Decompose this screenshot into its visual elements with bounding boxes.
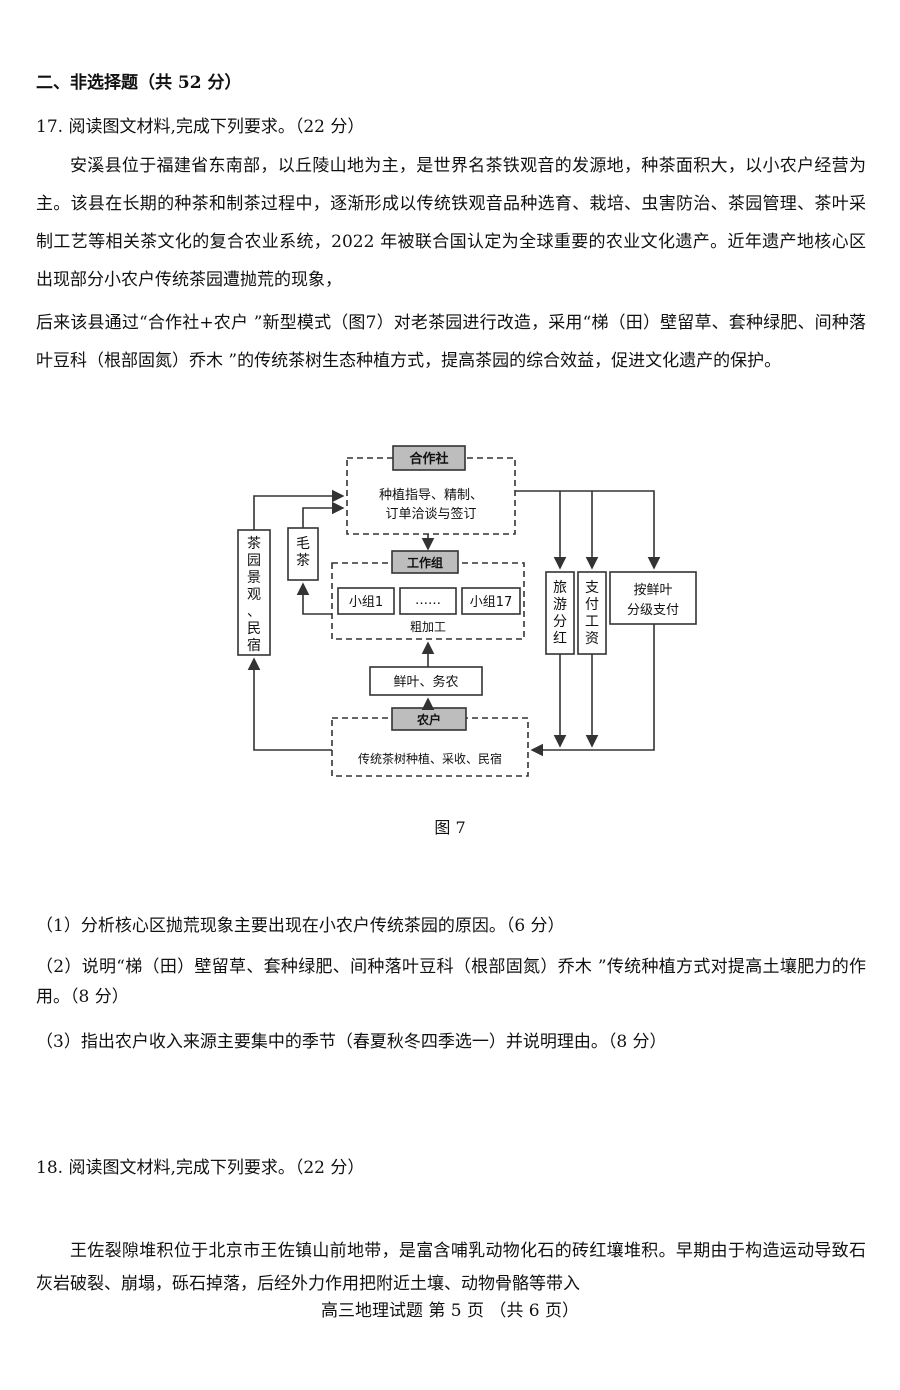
group-dots-label: ……	[415, 593, 441, 608]
arrow-workgroup-to-maocha	[296, 582, 332, 615]
line-cooperative-right	[515, 490, 661, 570]
arrow-grade-to-farmer	[530, 624, 655, 757]
grade-payment-label-2: 分级支付	[627, 603, 679, 618]
arrow-farmer-to-landscape	[247, 657, 332, 751]
question-17-stem: 17. 阅读图文材料,完成下列要求。（22 分）	[36, 117, 365, 137]
group-1-box	[337, 587, 395, 615]
farmer-title: 农户	[416, 712, 441, 727]
q17-subquestion-2: （2）说明“梯（田）壁留草、套种绿肥、间种落叶豆科（根部固氮）乔木 ”传统种植方…	[36, 957, 866, 1007]
rough-processing-label: 粗加工	[410, 620, 446, 634]
q17-material-paragraph-2: 后来该县通过“合作社+农户 ”新型模式（图7）对老茶园进行改造，采用“梯（田）壁…	[36, 313, 866, 371]
grade-payment-box	[609, 571, 697, 625]
figure-caption: 图 7	[434, 818, 466, 837]
group-17-box	[461, 587, 521, 615]
farmer-box	[331, 717, 529, 777]
maocha-box	[287, 527, 319, 581]
grade-payment-label-1: 按鲜叶	[633, 583, 672, 598]
maocha-label: 毛茶	[296, 536, 310, 569]
figure-7-diagram: 合作社 种植指导、精制、 订单洽谈与签订 工作组 小组1 …… 小组17 粗加工…	[237, 445, 697, 777]
question-18-stem: 18. 阅读图文材料,完成下列要求。（22 分）	[36, 1158, 365, 1178]
landscape-homestay-box	[237, 529, 271, 656]
landscape-homestay-label: 茶园景观、民宿	[247, 536, 261, 654]
q17-subquestion-3: （3）指出农户收入来源主要集中的季节（春夏秋冬四季选一）并说明理由。（8 分）	[36, 1032, 667, 1052]
tourism-dividend-box	[545, 571, 575, 655]
group-17-label: 小组17	[470, 595, 513, 610]
fresh-leaf-box	[369, 666, 483, 696]
fresh-leaf-label: 鲜叶、务农	[393, 674, 458, 690]
cooperative-desc-1: 种植指导、精制、	[379, 488, 483, 503]
q18-material-paragraph-1: 王佐裂隙堆积位于北京市王佐镇山前地带，是富含哺乳动物化石的砖红壤堆积。早期由于构…	[36, 1241, 866, 1294]
arrow-maocha-to-cooperative	[302, 501, 345, 528]
section-title: 二、非选择题（共 52 分）	[36, 73, 242, 93]
page-footer: 高三地理试题 第 5 页 （共 6 页）	[320, 1301, 580, 1321]
q17-subquestion-1: （1）分析核心区抛荒现象主要出现在小农户传统茶园的原因。（6 分）	[36, 916, 565, 936]
workgroup-title-box	[391, 550, 459, 574]
arrow-landscape-to-cooperative	[253, 489, 345, 530]
cooperative-title-box	[392, 445, 466, 471]
group-1-label: 小组1	[349, 595, 383, 610]
cooperative-desc-2: 订单洽谈与签订	[385, 506, 476, 522]
farmer-desc: 传统茶树种植、采收、民宿	[358, 751, 502, 766]
wage-payment-label: 支付工资	[585, 580, 599, 647]
q17-material-paragraph-1: 安溪县位于福建省东南部，以丘陵山地为主，是世界名茶铁观音的发源地，种茶面积大，以…	[36, 156, 866, 290]
workgroup-title: 工作组	[407, 555, 443, 570]
tourism-dividend-label: 旅游分红	[553, 580, 567, 647]
cooperative-title: 合作社	[409, 451, 448, 467]
group-dots-box	[399, 587, 457, 615]
wage-payment-box	[577, 571, 607, 655]
